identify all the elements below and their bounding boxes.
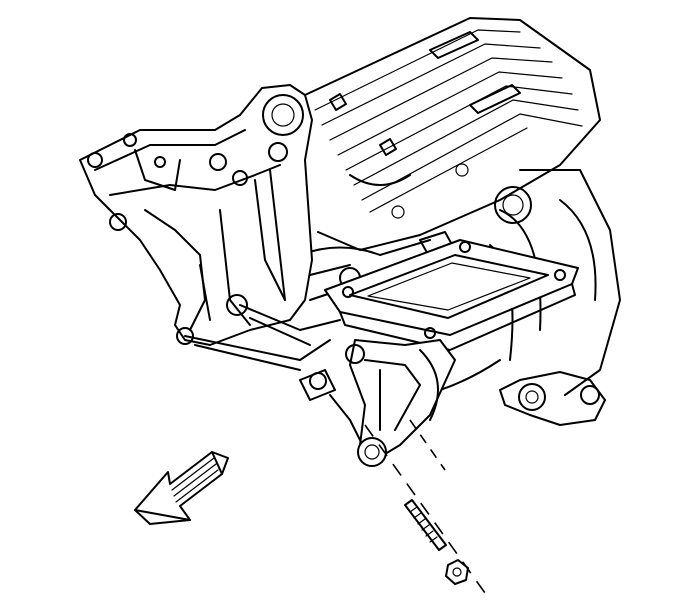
engine-mount-bracket (79, 84, 313, 346)
engine-mount (324, 239, 579, 467)
assembly-centerline (364, 424, 491, 601)
mount-nut (445, 559, 469, 585)
engine-valve-cover (304, 17, 601, 251)
upper-centerline (409, 419, 446, 471)
mount-stud (404, 499, 447, 551)
front-arrow-icon (134, 451, 229, 525)
